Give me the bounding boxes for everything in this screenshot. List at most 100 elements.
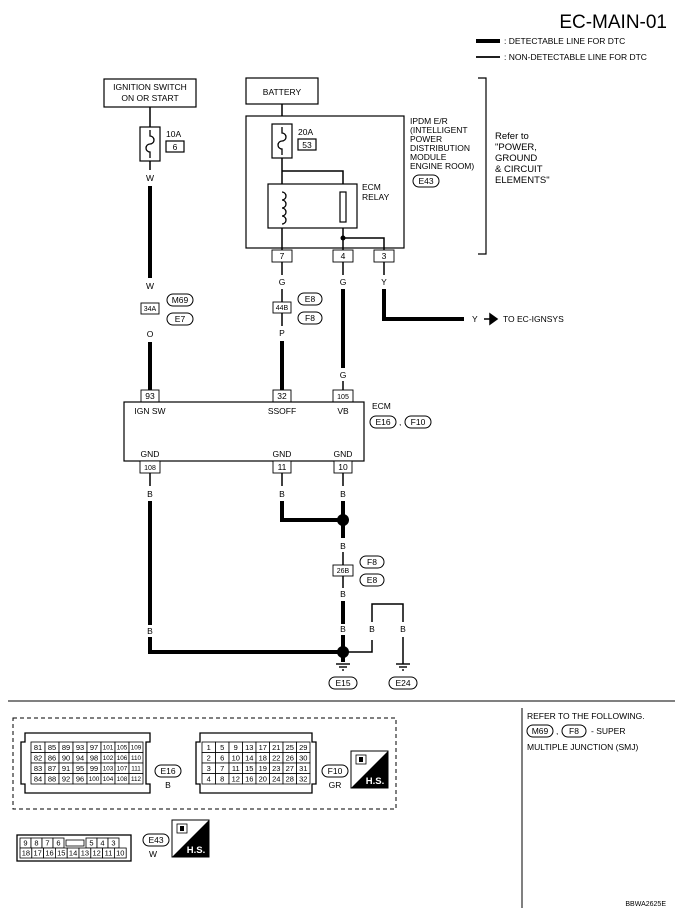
pin-f10-11: 11 xyxy=(232,764,240,773)
joint-26b-pin: 26B xyxy=(337,568,350,575)
pin-f10-4: 4 xyxy=(207,774,211,783)
joint-44b-conn-top: E8 xyxy=(305,294,316,304)
pin-f10-1: 1 xyxy=(207,743,211,752)
joint-34a-pin: 34A xyxy=(144,306,157,313)
pin-e16-100: 100 xyxy=(89,776,100,783)
wire-color-g-3: G xyxy=(340,370,347,380)
pin-e16-86: 86 xyxy=(48,753,56,762)
pin-f10-30: 30 xyxy=(299,753,307,762)
pin-f10-8: 8 xyxy=(220,774,224,783)
joint-44b-conn-bottom: F8 xyxy=(305,313,315,323)
wire-color-y-1: Y xyxy=(381,277,387,287)
ipdm-pin-7: 7 xyxy=(280,251,285,261)
ground-e24-pill xyxy=(388,676,418,690)
ecm-pin-name-gnd-10: GND xyxy=(334,449,353,459)
hs-badge-icon: H.S. xyxy=(350,750,389,789)
refer-line-4: & CIRCUIT xyxy=(495,164,543,175)
refer-line-2: "POWER, xyxy=(495,142,537,153)
ipdm-connector-pill xyxy=(412,174,440,188)
pin-e16-94: 94 xyxy=(76,753,84,762)
ground-e15: E15 xyxy=(335,678,350,688)
pin-e16-99: 99 xyxy=(90,764,98,773)
relay-contact-icon xyxy=(339,191,347,223)
pin-e43-11: 11 xyxy=(105,849,113,858)
connector-f10-color: GR xyxy=(329,780,342,790)
y-output-dest: TO EC-IGNSYS xyxy=(503,314,564,324)
junction-dot-ground-1 xyxy=(337,514,349,526)
ecm-bottom-pin-11: 11 xyxy=(278,462,287,472)
pin-e16-90: 90 xyxy=(62,753,70,762)
joint-44b-conn-bottom-pill xyxy=(297,311,323,325)
pin-e43-14: 14 xyxy=(69,849,77,858)
ground-symbol-e15-icon xyxy=(336,663,350,671)
fuse-20a-number: 53 xyxy=(302,140,312,150)
wire-color-b-6: B xyxy=(340,589,346,599)
pin-e16-93: 93 xyxy=(76,743,84,752)
wire-color-b-8: B xyxy=(369,624,375,634)
wire-color-b-4: B xyxy=(340,489,346,499)
connector-e43-lock-slot xyxy=(65,839,85,847)
arrow-right-icon xyxy=(484,312,499,326)
ipdm-line-1: IPDM E/R xyxy=(410,116,448,126)
pin-f10-16: 16 xyxy=(245,774,253,783)
pin-e43-17: 17 xyxy=(34,849,42,858)
pin-f10-27: 27 xyxy=(286,764,294,773)
ipdm-line-3: POWER xyxy=(410,134,442,144)
pin-f10-22: 22 xyxy=(272,753,280,762)
pin-f10-2: 2 xyxy=(207,753,211,762)
joint-34a-conn-bottom: E7 xyxy=(175,314,186,324)
ipdm-line-6: ENGINE ROOM) xyxy=(410,161,474,171)
ecm-conn2: F10 xyxy=(411,417,426,427)
connector-f10-id-pill xyxy=(321,764,349,778)
connector-e16-id-pill xyxy=(154,764,182,778)
fuse-10a-rating: 10A xyxy=(166,129,181,139)
connector-group-box xyxy=(12,717,397,810)
joint-44b-conn-top-pill xyxy=(297,292,323,306)
ecm-bottom-pin-10: 10 xyxy=(338,462,348,472)
pin-f10-21: 21 xyxy=(272,743,280,752)
joint-34a-conn-top-pill xyxy=(166,293,194,307)
diagram-id: EC-MAIN-01 xyxy=(559,12,667,33)
pin-e43-6: 6 xyxy=(56,839,60,848)
ecm-conn1: E16 xyxy=(375,417,390,427)
pin-e16-82: 82 xyxy=(34,753,42,762)
footer-refer-conn1-pill xyxy=(526,724,554,738)
pin-f10-3: 3 xyxy=(207,764,211,773)
joint-26b-conn-bottom: E8 xyxy=(367,575,378,585)
connector-e43-color: W xyxy=(149,849,157,859)
ignition-switch-label-1: IGNITION SWITCH xyxy=(113,82,187,92)
pin-f10-31: 31 xyxy=(299,764,307,773)
pin-e16-96: 96 xyxy=(76,774,84,783)
ground-e15-pill xyxy=(328,676,358,690)
fuse-10a-icon xyxy=(145,130,155,158)
ground-e24: E24 xyxy=(395,678,410,688)
joint-34a-box xyxy=(140,302,160,315)
pin-f10-29: 29 xyxy=(299,743,307,752)
ecm-pin-name-vb: VB xyxy=(337,406,349,416)
pin-e16-104: 104 xyxy=(103,776,114,783)
legend-thin-label: : NON-DETECTABLE LINE FOR DTC xyxy=(504,52,647,62)
pin-e43-12: 12 xyxy=(93,849,101,858)
pin-f10-5: 5 xyxy=(220,743,224,752)
footer-refer-conn1: M69 xyxy=(532,726,549,736)
pin-f10-7: 7 xyxy=(220,764,224,773)
pin-e43-8: 8 xyxy=(34,839,38,848)
pin-e16-98: 98 xyxy=(90,753,98,762)
pin-f10-25: 25 xyxy=(286,743,294,752)
pin-f10-13: 13 xyxy=(245,743,253,752)
wire-color-g-2: G xyxy=(340,277,347,287)
pin-f10-15: 15 xyxy=(245,764,253,773)
pin-e16-95: 95 xyxy=(76,764,84,773)
pin-f10-6: 6 xyxy=(220,753,224,762)
ecm-top-pin-93: 93 xyxy=(145,391,155,401)
wire-color-b-9: B xyxy=(400,624,406,634)
refer-line-5: ELEMENTS" xyxy=(495,175,550,186)
pin-f10-18: 18 xyxy=(259,753,267,762)
ecm-pin-name-ign-sw: IGN SW xyxy=(134,406,165,416)
wire-color-g-1: G xyxy=(279,277,286,287)
refer-line-3: GROUND xyxy=(495,153,537,164)
joint-26b-conn-top-pill xyxy=(359,555,385,569)
pin-e16-105: 105 xyxy=(117,745,128,752)
joint-34a-conn-top: M69 xyxy=(172,295,189,305)
pin-e16-87: 87 xyxy=(48,764,56,773)
